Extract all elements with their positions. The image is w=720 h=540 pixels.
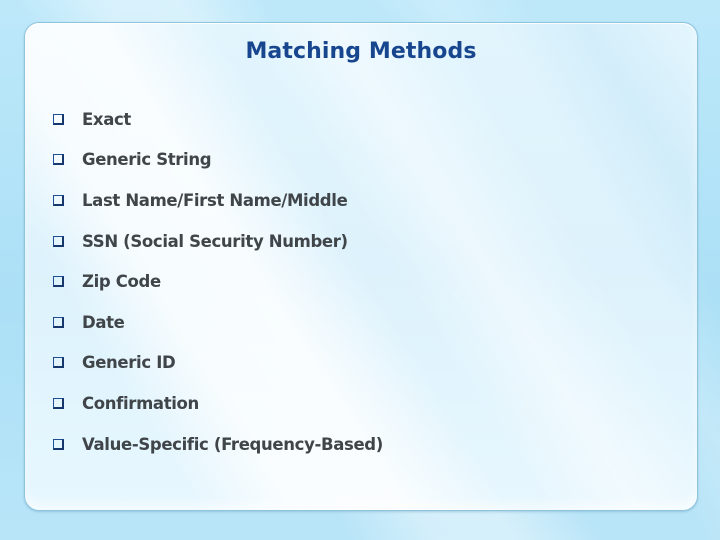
bullet-item-label: Exact	[82, 109, 131, 129]
bullet-item-label: Value-Specific (Frequency-Based)	[82, 434, 383, 454]
bullet-item: Generic String	[53, 140, 677, 181]
slide-title: Matching Methods	[245, 39, 477, 64]
bullet-item: SSN (Social Security Number)	[53, 221, 677, 262]
bullet-item: Value-Specific (Frequency-Based)	[53, 424, 677, 465]
hollow-square-bullet-icon	[53, 154, 64, 166]
bullet-item: Last Name/First Name/Middle	[53, 180, 677, 221]
bullet-item-label: Confirmation	[82, 393, 199, 413]
hollow-square-bullet-icon	[53, 438, 64, 450]
bullet-item: Date	[53, 302, 677, 343]
hollow-square-bullet-icon	[53, 113, 64, 125]
bullet-item: Zip Code	[53, 261, 677, 302]
hollow-square-bullet-icon	[53, 235, 64, 247]
bullet-item-label: Date	[82, 312, 125, 332]
bullet-item-label: Generic ID	[82, 353, 176, 373]
hollow-square-bullet-icon	[53, 316, 64, 328]
bullet-item: Generic ID	[53, 343, 677, 384]
hollow-square-bullet-icon	[53, 397, 64, 409]
bullet-item-label: Last Name/First Name/Middle	[82, 190, 348, 210]
hollow-square-bullet-icon	[53, 194, 64, 206]
bullet-item-label: Zip Code	[82, 272, 161, 292]
bullet-item: Exact	[53, 99, 677, 140]
bullet-item-label: Generic String	[82, 150, 212, 170]
bullet-item-label: SSN (Social Security Number)	[82, 231, 348, 251]
hollow-square-bullet-icon	[53, 276, 64, 288]
hollow-square-bullet-icon	[53, 357, 64, 369]
bullet-item: Confirmation	[53, 383, 677, 424]
